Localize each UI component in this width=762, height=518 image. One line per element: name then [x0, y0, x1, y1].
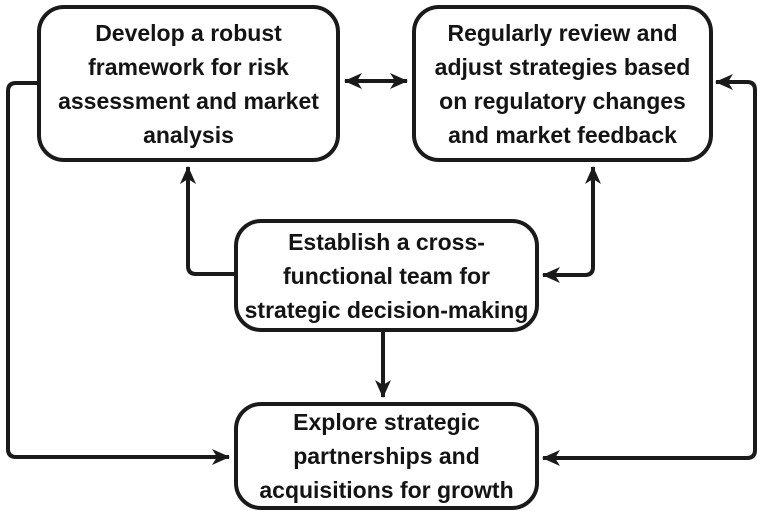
- edge-team-to-develop: [180, 166, 234, 276]
- node-explore-partnerships-label: Explore strategic partnerships and acqui…: [259, 409, 514, 503]
- node-review-strategies-label: Regularly review and adjust strategies b…: [434, 19, 691, 148]
- node-establish-team: Establish a cross- functional team for s…: [234, 219, 539, 332]
- edge-develop-to-explore: [6, 81, 230, 465]
- node-explore-partnerships: Explore strategic partnerships and acqui…: [234, 402, 539, 510]
- node-develop-framework: Develop a robust framework for risk asse…: [37, 5, 340, 162]
- node-review-strategies: Regularly review and adjust strategies b…: [412, 5, 713, 162]
- node-establish-team-label: Establish a cross- functional team for s…: [244, 228, 529, 323]
- edge-team-review-bidirectional: [542, 166, 601, 283]
- edge-explore-review-bidirectional: [542, 74, 757, 466]
- node-develop-framework-label: Develop a robust framework for risk asse…: [58, 19, 319, 148]
